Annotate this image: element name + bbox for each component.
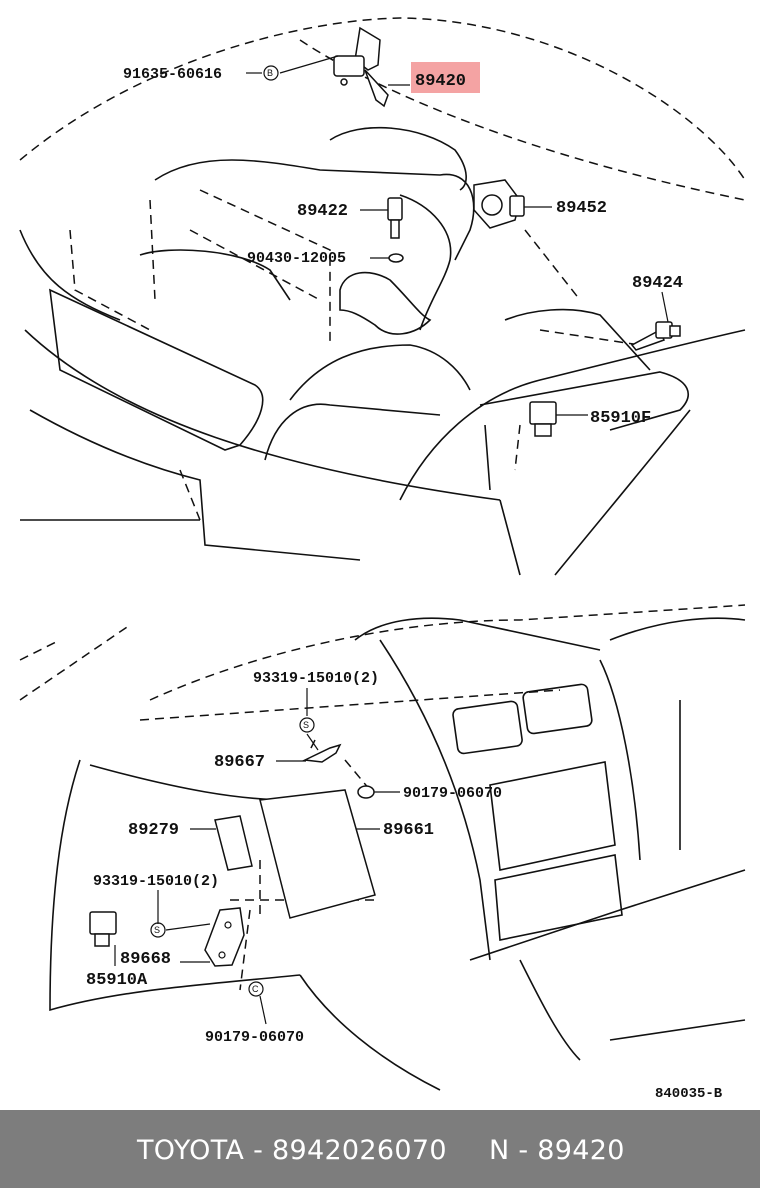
dashboard-drawing: [19, 604, 746, 1091]
screw-s-bottom-icon: [150, 922, 166, 938]
bottom-leader-lines: [114, 688, 400, 1025]
footer-brand-part-number: TOYOTA - 8942026070: [137, 1135, 447, 1166]
part-89279-plate-icon: [214, 815, 253, 871]
label-89420[interactable]: 89420: [415, 72, 466, 91]
part-89420-sensor-icon: [333, 26, 389, 108]
label-90430-12005[interactable]: 90430-12005: [247, 250, 346, 267]
part-85910a-relay-icon: [89, 911, 117, 947]
symbol-s-bottom: S: [154, 925, 160, 935]
bolt-b-icon: [263, 65, 279, 81]
label-89667[interactable]: 89667: [214, 753, 265, 772]
part-89667-bracket-icon: [302, 743, 342, 763]
nut-c-icon: [248, 981, 264, 997]
part-89668-bracket-icon: [204, 907, 245, 967]
part-89424-sensor-icon: [630, 321, 681, 351]
label-85910f[interactable]: 85910F: [590, 409, 651, 428]
label-85910a[interactable]: 85910A: [86, 971, 148, 990]
label-93319-15010-bottom[interactable]: 93319-15010(2): [93, 873, 219, 890]
label-89279[interactable]: 89279: [128, 821, 179, 840]
footer-bar: TOYOTA - 8942026070 N - 89420: [0, 1110, 760, 1188]
part-90430-gasket-icon: [388, 253, 404, 263]
symbol-s-top: S: [303, 720, 309, 730]
part-89661-ecu-icon: [259, 789, 376, 919]
engine-bay-drawing: [19, 17, 746, 576]
label-89424[interactable]: 89424: [632, 274, 683, 293]
symbol-c: C: [252, 984, 259, 994]
label-89452[interactable]: 89452: [556, 199, 607, 218]
label-91635-60616: 91635-60616: [123, 66, 222, 83]
part-90179-nut-top-icon: [357, 785, 375, 799]
part-85910f-relay-icon: [529, 401, 557, 437]
label-90179-06070-bottom[interactable]: 90179-06070: [205, 1029, 304, 1046]
label-90179-06070-top[interactable]: 90179-06070: [403, 785, 502, 802]
top-leader-lines: [246, 55, 669, 416]
footer-n-part-number: N - 89420: [489, 1135, 625, 1166]
label-93319-15010-top[interactable]: 93319-15010(2): [253, 670, 379, 687]
diagram-reference-code: 840035-B: [655, 1086, 723, 1102]
label-89422[interactable]: 89422: [297, 202, 348, 221]
part-89422-sensor-icon: [387, 197, 403, 239]
highlight-89420: [411, 62, 480, 93]
symbol-b: B: [267, 68, 273, 78]
label-89661[interactable]: 89661: [383, 821, 434, 840]
parts-diagram: 91635-60616 B 89420 89422 89452 90430-12…: [19, 17, 746, 1102]
part-89452-sensor-icon: [473, 179, 525, 229]
screw-s-top-icon: [299, 717, 315, 733]
label-89668[interactable]: 89668: [120, 950, 171, 969]
